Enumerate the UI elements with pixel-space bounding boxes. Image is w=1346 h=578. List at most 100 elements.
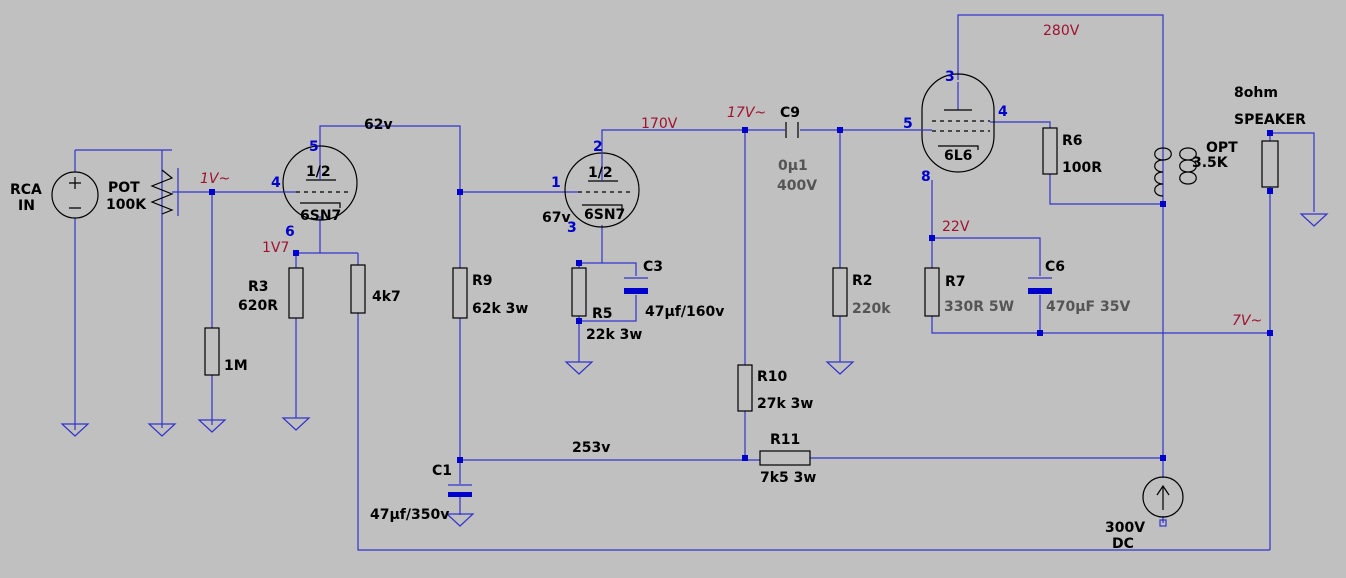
r5-name: R5 (592, 306, 613, 322)
voltage-label: 7V~ (1232, 313, 1262, 329)
c6-name: C6 (1045, 259, 1065, 275)
c9-name: C9 (780, 105, 800, 121)
r11-name: R11 (770, 432, 800, 448)
resistor-r7-icon (924, 267, 940, 317)
voltage-label: 62v (364, 117, 393, 133)
opt-name: OPT (1206, 140, 1238, 156)
speaker-load-icon (1261, 140, 1279, 188)
tube3-type: 6L6 (944, 148, 972, 164)
pin-numbers: 4 5 6 1 2 3 3 4 5 8 (271, 69, 1008, 240)
c9-value: 0µ1 (778, 158, 808, 174)
junction-dots (209, 127, 1273, 463)
resistor-r10-icon (737, 364, 753, 412)
opt-value: 3.5K (1192, 155, 1229, 171)
pin-number: 4 (271, 175, 281, 191)
capacitor-c6-icon (1028, 277, 1052, 294)
output-transformer-icon (1154, 147, 1197, 197)
r2-value: 220k (852, 301, 891, 317)
pin-number: 4 (998, 104, 1008, 120)
resistor-r9-icon (452, 267, 468, 319)
r2-name: R2 (852, 273, 873, 289)
ground-symbol (281, 417, 311, 431)
wires (74, 14, 1315, 551)
ground-symbol (197, 419, 227, 433)
resistor-1m-icon (204, 327, 220, 376)
pin-number: 2 (593, 139, 603, 155)
resistor-r6-icon (1042, 127, 1058, 175)
voltage-label: 1V~ (200, 171, 230, 187)
resistor-r3-icon (288, 267, 304, 319)
resistor-4k7-icon (350, 264, 366, 314)
c9-value: 400V (777, 178, 817, 194)
capacitor-c1-icon (448, 484, 472, 497)
r9-value: 62k 3w (472, 301, 528, 317)
tube1-6sn7-icon (282, 145, 358, 221)
grounds (60, 213, 1329, 527)
tube1-type: 6SN7 (300, 208, 341, 224)
r3-value: 620R (238, 298, 278, 314)
tube3-6l6-icon (920, 73, 995, 173)
c3-name: C3 (643, 259, 663, 275)
voltage-label: 253v (572, 440, 610, 456)
resistor-r5-icon (571, 267, 587, 317)
r3-name: R3 (248, 279, 269, 295)
potentiometer-icon (150, 168, 179, 216)
capacitor-c3-icon (624, 277, 648, 294)
dc-current-source-icon (1142, 476, 1184, 527)
tube2-half: 1/2 (588, 165, 613, 181)
c6-value: 470µF 35V (1046, 299, 1130, 315)
pin-number: 5 (309, 139, 319, 155)
ground-symbol (564, 361, 594, 375)
voltage-label: 22V (942, 219, 970, 235)
supply-label: 300V (1105, 520, 1145, 536)
ground-symbol (1299, 213, 1329, 227)
speaker-label: 8ohm (1234, 85, 1278, 101)
resistors (204, 127, 1279, 466)
r11-value: 7k5 3w (760, 470, 816, 486)
resistor-r2-icon (832, 267, 848, 317)
ground-symbol (147, 423, 177, 437)
c3-value: 47µf/160v (645, 304, 724, 320)
pin-number: 5 (903, 116, 913, 132)
tube2-6sn7-icon (564, 150, 640, 228)
voltage-label: 280V (1043, 23, 1080, 39)
r-1m-value: 1M (224, 358, 248, 374)
r10-name: R10 (757, 369, 788, 385)
r6-value: 100R (1062, 160, 1102, 176)
voltage-label: 170V (641, 116, 678, 132)
pin-number: 6 (285, 224, 295, 240)
r6-name: R6 (1062, 133, 1083, 149)
pot-value: 100K (106, 197, 147, 213)
input-source-icon (51, 171, 99, 219)
rca-in-label: IN (18, 198, 35, 214)
speaker-label: SPEAKER (1234, 112, 1306, 128)
voltage-label: 17V~ (727, 105, 766, 121)
tube1-half: 1/2 (306, 164, 331, 180)
pot-name: POT (108, 180, 140, 196)
voltage-label: 67v (542, 210, 571, 226)
c1-name: C1 (432, 463, 452, 479)
r5-value: 22k 3w (586, 327, 642, 343)
voltage-annotations: 62v 1V~ 1V7 170V 17V~ 67v 280V 22V 7V~ 2… (200, 23, 1262, 456)
ground-symbol (445, 513, 475, 527)
ground-symbol (60, 423, 90, 437)
pin-number: 8 (921, 169, 931, 185)
ground-symbol (825, 361, 855, 375)
pin-number: 3 (945, 69, 955, 85)
r7-name: R7 (945, 274, 966, 290)
c1-value: 47µf/350v (370, 507, 449, 523)
r-4k7-value: 4k7 (372, 289, 401, 305)
component-labels: RCA IN POT 100K 1M R3 620R 4k7 R9 62k 3w… (10, 85, 1306, 552)
pin-number: 3 (567, 220, 577, 236)
rca-in-label: RCA (10, 182, 42, 198)
r10-value: 27k 3w (757, 396, 813, 412)
pin-number: 1 (551, 175, 561, 191)
r9-name: R9 (472, 273, 493, 289)
supply-label: DC (1112, 536, 1134, 552)
capacitor-c9-icon (785, 122, 799, 138)
r7-value: 330R 5W (944, 299, 1014, 315)
tube2-type: 6SN7 (584, 207, 625, 223)
resistor-r11-icon (759, 450, 811, 466)
voltage-label: 1V7 (262, 240, 289, 256)
